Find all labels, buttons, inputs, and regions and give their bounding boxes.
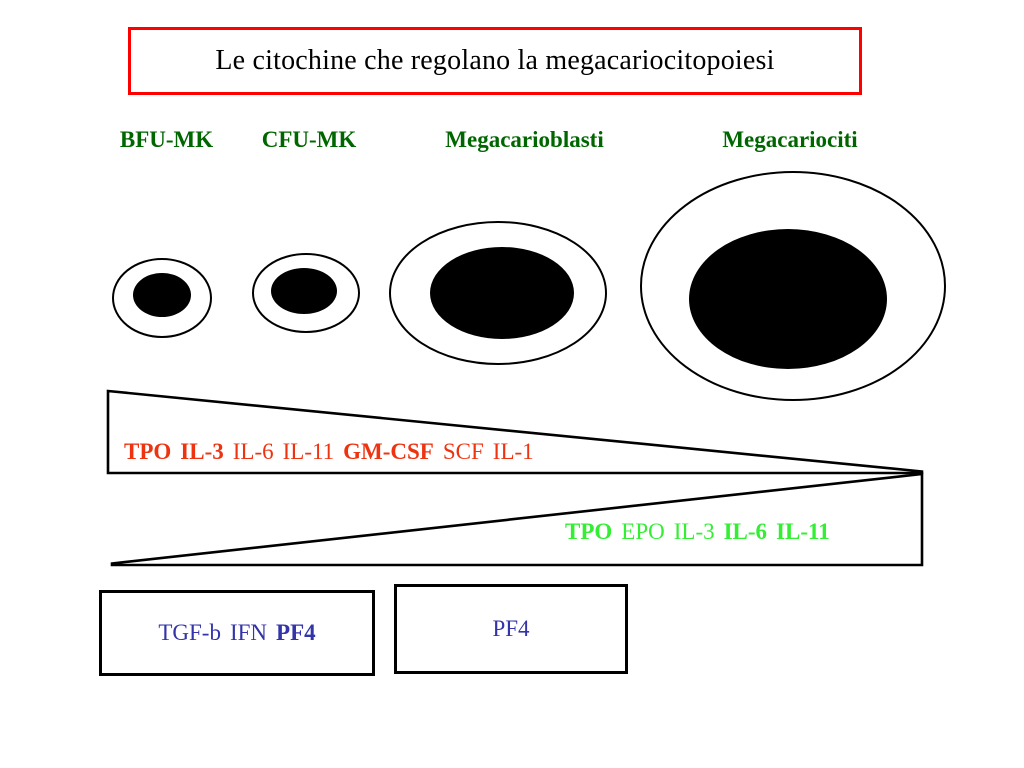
cytokine-il-6: IL-6 <box>723 519 768 544</box>
cfu-mk-cell-nucleus <box>271 268 337 314</box>
megacarioblasto-cell-nucleus <box>430 247 574 339</box>
megacariocita-cell-membrane <box>640 171 946 401</box>
token-spacer <box>434 439 443 465</box>
inhibitor-box-right-label: PF4 <box>492 616 529 642</box>
cytokine-il-3: IL-3 <box>673 519 715 544</box>
inhibitor-box-right: PF4 <box>394 584 628 674</box>
token-spacer <box>715 519 724 545</box>
stage-label-cfu-mk: CFU-MK <box>261 127 357 152</box>
cytokine-tpo: TPO <box>565 519 613 544</box>
megacarioblasto-cell-membrane <box>389 221 607 365</box>
cfu-mk-cell-membrane <box>252 253 360 333</box>
megacariocita-cell <box>640 171 946 401</box>
token-spacer <box>484 439 493 465</box>
token-spacer <box>171 439 180 465</box>
cytokine-gm-csf: GM-CSF <box>343 439 434 464</box>
bfu-mk-cell-nucleus <box>133 273 191 317</box>
stage-label-bfu-mk: BFU-MK <box>119 127 214 152</box>
cytokine-il-11: IL-11 <box>776 519 830 544</box>
token-spacer <box>274 439 283 465</box>
megacariocita-cell-nucleus <box>689 229 887 369</box>
cytokine-il-6: IL-6 <box>232 439 274 464</box>
inhibitor-pf4: PF4 <box>276 620 316 645</box>
cytokine-scf: SCF <box>442 439 484 464</box>
token-spacer <box>767 519 776 545</box>
token-spacer <box>224 439 233 465</box>
cytokine-il-1: IL-1 <box>492 439 534 464</box>
cfu-mk-cell <box>252 253 360 333</box>
positive-regulators-label: TPO IL-3 IL-6 IL-11 GM-CSF SCF IL-1 <box>124 439 534 465</box>
title-box: Le citochine che regolano la megacarioci… <box>128 27 862 95</box>
token-spacer <box>665 519 674 545</box>
inhibitor-box-left: TGF-b IFN PF4 <box>99 590 375 676</box>
token-spacer <box>334 439 343 465</box>
token-spacer <box>267 620 276 646</box>
inhibitor-box-left-label: TGF-b IFN PF4 <box>158 620 315 646</box>
inhibitor-tgf-b: TGF-b <box>158 620 221 645</box>
token-spacer <box>612 519 621 545</box>
cytokine-il-11: IL-11 <box>282 439 335 464</box>
inhibitor-pf4: PF4 <box>492 616 530 641</box>
bfu-mk-cell <box>112 258 212 338</box>
cytokine-tpo: TPO <box>124 439 172 464</box>
bfu-mk-cell-membrane <box>112 258 212 338</box>
stage-label-megacariociti: Megacariociti <box>722 127 858 152</box>
stage-label-megacarioblasti: Megacarioblasti <box>445 127 604 152</box>
cytokine-epo: EPO <box>621 519 665 544</box>
page-title: Le citochine che regolano la megacarioci… <box>215 45 775 76</box>
inhibitor-ifn: IFN <box>229 620 268 645</box>
late-regulators-label: TPO EPO IL-3 IL-6 IL-11 <box>565 519 830 545</box>
cytokine-il-3: IL-3 <box>180 439 224 464</box>
token-spacer <box>221 620 230 646</box>
megacarioblasto-cell <box>389 221 607 365</box>
